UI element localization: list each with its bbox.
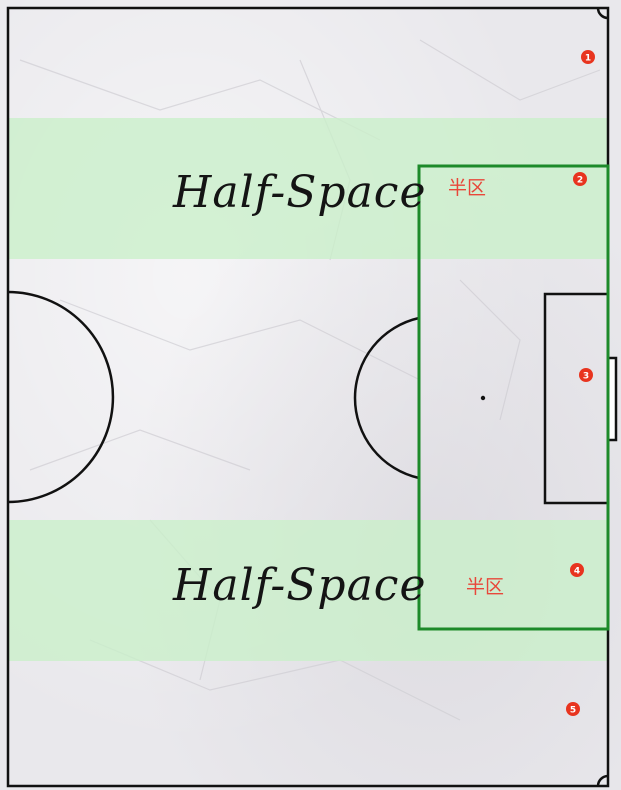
half-space-label-bottom: Half-Space: [172, 560, 426, 611]
lane-marker-5-dot: [566, 702, 580, 716]
lane-marker-4-dot: [570, 563, 584, 577]
half-space-band-bottom: [8, 520, 608, 661]
corner-arc-bottom: [596, 774, 609, 787]
lane-marker-1: 1: [581, 50, 595, 64]
lane-marker-4: 4: [570, 563, 584, 577]
lane-marker-3: 3: [579, 368, 593, 382]
lane-marker-1-number: 1: [585, 54, 591, 64]
lane-marker-3-number: 3: [583, 372, 589, 382]
lane-marker-2-number: 2: [577, 176, 583, 186]
penalty-arc: [353, 316, 420, 480]
half-space-annotation-bottom: 半区: [466, 576, 504, 598]
half-space-label-top: Half-Space: [172, 167, 426, 218]
lane-marker-2: 2: [573, 172, 587, 186]
half-space-annotation-top: 半区: [448, 177, 486, 199]
lane-marker-5-number: 5: [570, 706, 576, 716]
lane-marker-5: 5: [566, 702, 580, 716]
centre-circle-arc: [7, 290, 115, 504]
lane-marker-1-dot: [581, 50, 595, 64]
lane-marker-3-dot: [579, 368, 593, 382]
half-space-band-top: [8, 118, 608, 259]
penalty-spot: [480, 395, 486, 401]
penalty-box: [417, 164, 610, 631]
corner-arc-top: [596, 7, 609, 20]
lane-marker-4-number: 4: [574, 567, 580, 577]
lane-marker-2-dot: [573, 172, 587, 186]
